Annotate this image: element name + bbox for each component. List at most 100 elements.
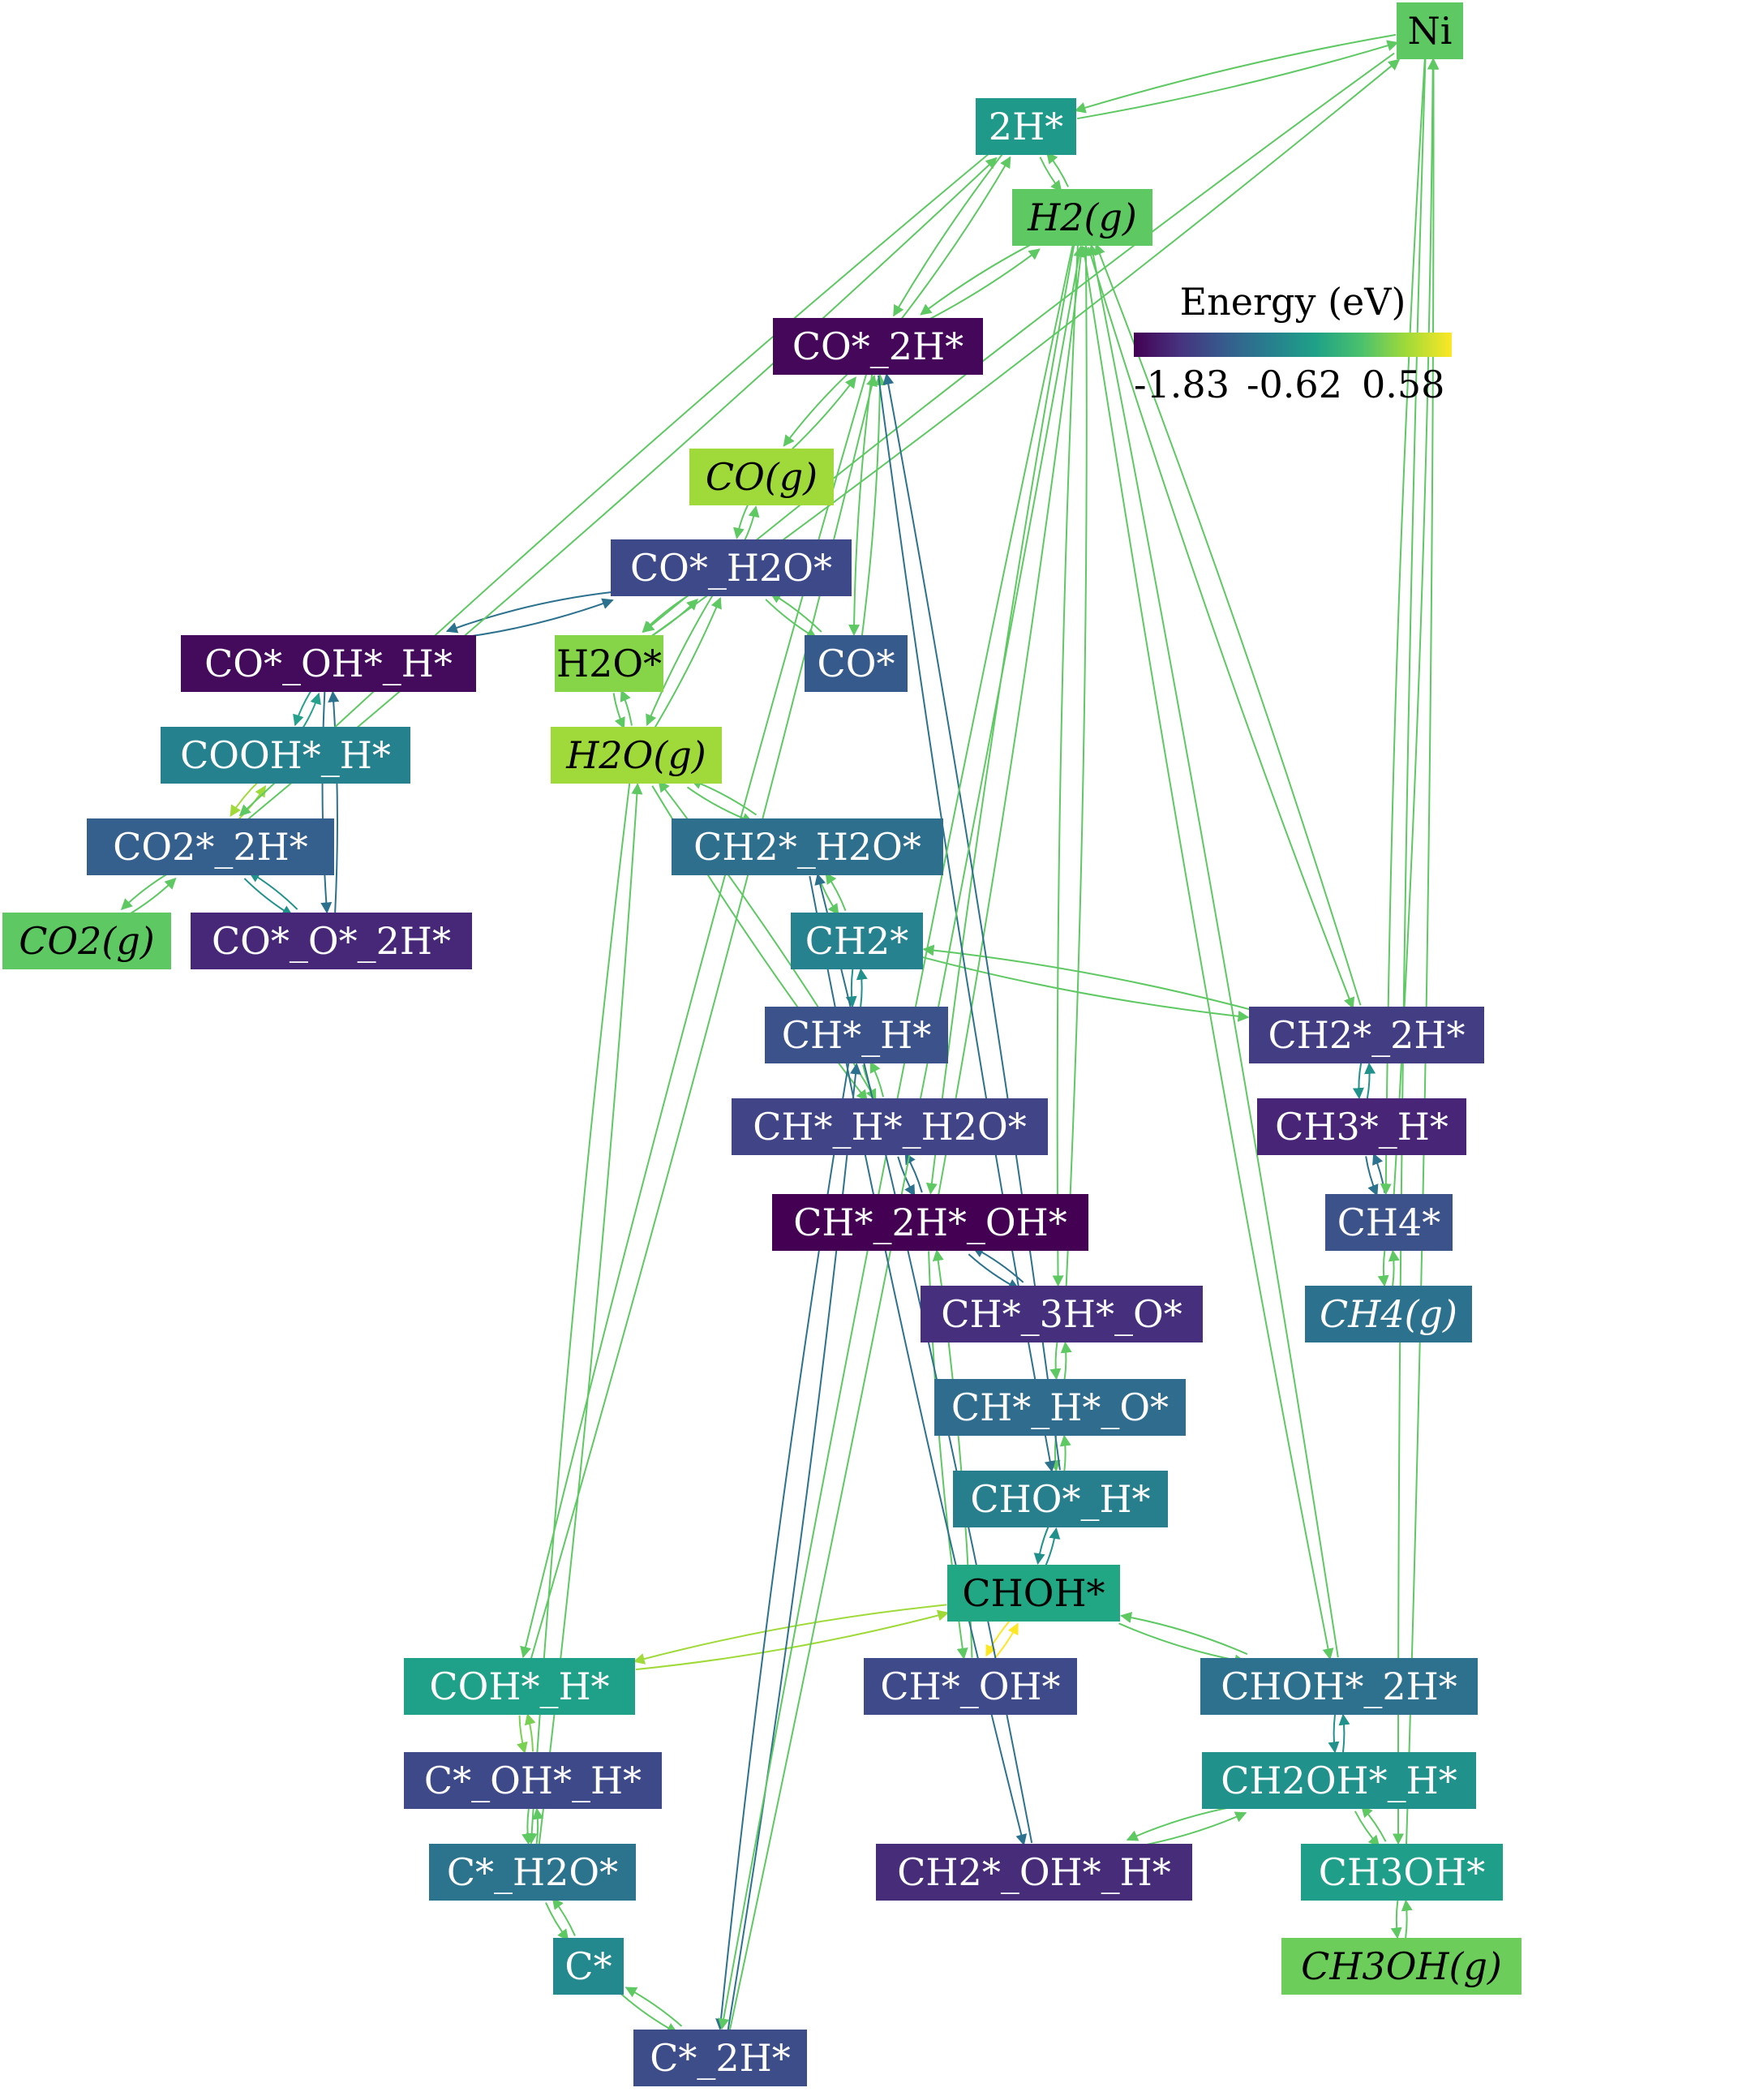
node-choh: CHOH* — [947, 1565, 1120, 1622]
node-c-oh-h: C*_OH*_H* — [404, 1752, 662, 1809]
edge-ch-3h-o-to-h2g — [1065, 244, 1092, 1287]
edge-h2og-to-co-h2o — [653, 596, 722, 729]
edge-ch3oh-to-ni — [1406, 58, 1440, 1845]
node-co-2h: CO*_2H* — [773, 318, 983, 375]
edge-cog-to-co-2h — [789, 376, 856, 453]
edge-choh-2h-to-h2g — [1088, 243, 1339, 1658]
node-ch3ohg: CH3OH(g) — [1281, 1938, 1522, 1995]
edge-ni-to-ch3oh — [1393, 58, 1427, 1845]
edge-cho-h-to-ch-h-o — [1059, 1434, 1071, 1471]
edge-choh-to-choh-2h — [1118, 1622, 1247, 1666]
node-ch2oh-h: CH2OH*_H* — [1202, 1752, 1476, 1809]
edge-co-2h-to-h2g — [925, 248, 1041, 323]
node-c: C* — [553, 1938, 624, 1995]
node-ch-h: CH*_H* — [765, 1007, 948, 1063]
edge-h2g-to-2h — [1046, 152, 1069, 187]
edge-h2og-to-h2o — [620, 689, 633, 726]
legend-tick-mid: -0.62 — [1247, 363, 1342, 406]
node-ch2-oh-h: CH2*_OH*_H* — [876, 1844, 1192, 1901]
edge-cooh-h-to-co-oh-h — [302, 692, 321, 729]
edge-coh-h-to-choh — [635, 1609, 950, 1671]
edge-co-oh-h-to-cooh-h — [293, 689, 312, 727]
edge-co-to-co-h2o — [770, 592, 822, 633]
edge-c-h2o-to-c — [545, 1902, 569, 1941]
node-ch3oh: CH3OH* — [1301, 1844, 1503, 1901]
node-c-2h: C*_2H* — [633, 2030, 807, 2086]
legend-title: Energy (eV) — [1179, 280, 1406, 324]
edge-h2g-to-ch2-2h — [1087, 247, 1355, 1009]
edge-coh-h-to-c-oh-h — [517, 1715, 528, 1755]
edge-ch2oh-h-to-ch3oh — [1354, 1811, 1380, 1847]
node-co: CO* — [805, 635, 908, 692]
node-h2og: H2O(g) — [551, 727, 722, 784]
edge-ch2oh-h-to-choh-2h — [1338, 1713, 1350, 1753]
edge-co-h2o-to-h2og — [646, 594, 715, 727]
node-ch2: CH2* — [791, 913, 923, 969]
node-2h: 2H* — [976, 98, 1076, 155]
edge-c-h2o-to-c-oh-h — [532, 1807, 544, 1845]
edge-ch4-to-ch3-h — [1372, 1153, 1386, 1193]
edge-co-h2o-to-co — [765, 599, 818, 639]
edge-choh-2h-to-choh — [1120, 1612, 1248, 1656]
edge-ch2-2h-to-ch3-h — [1352, 1063, 1364, 1100]
edge-ch-oh-to-choh — [992, 1622, 1019, 1661]
node-co2g: CO2(g) — [2, 913, 171, 969]
edge-2h-to-ni — [1076, 40, 1399, 120]
edge-cog-to-co-h2o — [733, 503, 749, 539]
node-ch-h-o: CH*_H*_O* — [934, 1379, 1186, 1436]
edge-co-2h-to-cog — [783, 371, 851, 447]
edge-h2o-to-h2og — [612, 693, 625, 729]
node-ch2-2h: CH2*_2H* — [1249, 1007, 1484, 1063]
edge-c-to-c-2h — [620, 1993, 679, 2034]
legend-tick-min: -1.83 — [1134, 363, 1230, 406]
edge-co-o-2h-to-co-oh-h — [328, 690, 340, 913]
edge-ch-h-h2o-to-ch-2h-oh — [897, 1156, 916, 1197]
node-c-h2o: C*_H2O* — [429, 1844, 636, 1901]
edge-co-h2o-to-co-oh-h — [445, 591, 612, 634]
node-ch3-h: CH3*_H* — [1257, 1098, 1466, 1155]
node-ni: Ni — [1397, 2, 1463, 59]
edge-c-to-c-h2o — [552, 1897, 576, 1936]
edge-ch3-h-to-ch2-2h — [1364, 1062, 1376, 1099]
edge-h2g-to-choh-2h — [1082, 246, 1334, 1660]
node-choh-2h: CHOH*_2H* — [1200, 1658, 1478, 1715]
edge-co-2h-to-2h — [899, 156, 1011, 321]
node-h2o: H2O* — [555, 635, 663, 692]
edge-c-oh-h-to-c-h2o — [521, 1808, 534, 1845]
node-cooh-h: COOH*_H* — [161, 727, 410, 784]
node-ch-h-h2o: CH*_H*_H2O* — [732, 1098, 1048, 1155]
node-ch-3h-o: CH*_3H*_O* — [921, 1286, 1203, 1342]
node-cog: CO(g) — [689, 449, 834, 505]
edge-co-2h-to-co — [848, 374, 873, 637]
edge-ch-h-h2o-to-ch-h — [869, 1061, 884, 1098]
energy-colorbar-legend: Energy (eV) -1.83 -0.62 0.58 — [1122, 280, 1463, 406]
edge-2h-to-h2g — [1039, 157, 1062, 192]
edge-h2g-to-ch-2h-oh — [925, 245, 1075, 1195]
edge-h2g-to-co-2h — [920, 241, 1036, 316]
edge-co-to-co-2h — [861, 373, 886, 636]
node-co-oh-h: CO*_OH*_H* — [181, 635, 476, 692]
node-co-o-2h: CO*_O*_2H* — [191, 913, 472, 969]
node-ch-oh: CH*_OH* — [864, 1658, 1077, 1715]
edge-choh-2h-to-ch2oh-h — [1328, 1714, 1340, 1754]
edge-ch-2h-oh-to-ch-h-h2o — [904, 1152, 923, 1193]
edge-ch-2h-oh-to-h2g — [938, 245, 1087, 1195]
edge-choh-to-cho-h — [1045, 1527, 1061, 1566]
edge-h2g-to-ch-3h-o — [1052, 245, 1079, 1287]
edge-cho-h-to-choh — [1033, 1526, 1049, 1566]
legend-colorbar — [1134, 333, 1452, 357]
edge-c-oh-h-to-coh-h — [524, 1712, 536, 1752]
edge-ch-h-o-to-ch-3h-o — [1060, 1341, 1072, 1380]
edge-cooh-h-to-co2-2h — [230, 780, 260, 818]
node-ch2-h2o: CH2*_H2O* — [672, 818, 943, 875]
node-co2-2h: CO2*_2H* — [87, 818, 334, 875]
node-ch4: CH4* — [1325, 1194, 1453, 1251]
edge-co-oh-h-to-co-o-2h — [320, 692, 333, 914]
edge-co2-2h-to-2h — [244, 157, 998, 823]
edge-ch-3h-o-to-ch-h-o — [1049, 1342, 1062, 1381]
edge-ch3oh-to-ch2oh-h — [1361, 1806, 1387, 1842]
node-h2g: H2(g) — [1012, 189, 1152, 246]
edge-ch3-h-to-ch4 — [1365, 1156, 1379, 1196]
edge-ch2-2h-to-ch2 — [922, 944, 1251, 1011]
